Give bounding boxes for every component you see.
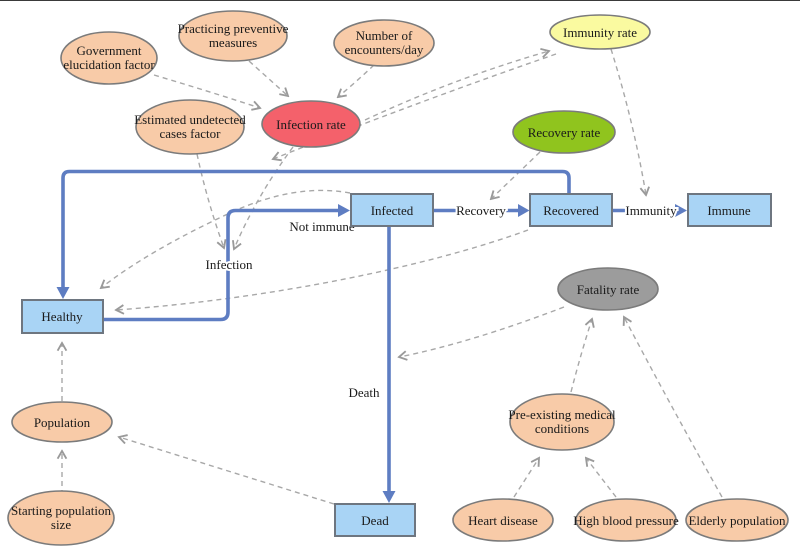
- flow-arrowhead: [338, 204, 350, 217]
- variable-label: Estimated undetected: [134, 112, 246, 127]
- variable-infection-rate[interactable]: Infection rate: [261, 100, 361, 148]
- flow-arrowhead: [56, 287, 70, 299]
- variable-label: Infection rate: [276, 117, 346, 132]
- variable-label: cases factor: [160, 126, 222, 141]
- link-government-to-infection-rate[interactable]: [153, 74, 260, 108]
- variable-elderly-population[interactable]: Elderly population: [685, 498, 789, 542]
- variable-government-elucidation-factor[interactable]: Government elucidation factor: [60, 31, 158, 85]
- variable-starting-population-size[interactable]: Starting population size: [7, 490, 115, 546]
- stock-immune[interactable]: Immune: [687, 193, 772, 227]
- variable-population[interactable]: Population: [11, 401, 113, 443]
- variable-label: elucidation factor: [63, 57, 155, 72]
- link-preexisting-to-fatality-rate[interactable]: [570, 319, 592, 393]
- variable-preexisting-medical-conditions[interactable]: Pre-existing medical conditions: [508, 393, 616, 451]
- flows-layer: [56, 169, 687, 503]
- stock-healthy[interactable]: Healthy: [21, 299, 104, 334]
- stock-label: Dead: [361, 513, 389, 528]
- stock-label: Healthy: [41, 309, 83, 324]
- variable-number-of-encounters[interactable]: Number of encounters/day: [333, 19, 435, 67]
- variable-label: Fatality rate: [577, 282, 640, 297]
- links-layer: [62, 48, 723, 505]
- stocks-layer: Healthy Infected Recovered Immune Dead: [21, 193, 772, 537]
- variable-label: High blood pressure: [573, 513, 679, 528]
- variable-label: encounters/day: [345, 42, 424, 57]
- flow-arrowhead: [518, 204, 530, 217]
- link-fatality-rate-to-death-flow[interactable]: [399, 306, 565, 357]
- stock-recovered[interactable]: Recovered: [529, 193, 613, 227]
- variable-label: Number of: [356, 28, 413, 43]
- flow-label-infection: Infection: [206, 257, 253, 272]
- variable-heart-disease[interactable]: Heart disease: [452, 498, 554, 542]
- flow-label-immunity: Immunity: [625, 203, 677, 218]
- link-infection-rate-to-immunity-rate[interactable]: [364, 51, 549, 121]
- stock-label: Recovered: [543, 203, 599, 218]
- variables-layer: Government elucidation factor Practicing…: [7, 10, 789, 546]
- variable-label: size: [51, 517, 71, 532]
- flow-label-recovery: Recovery: [456, 203, 506, 218]
- link-heart-to-preexisting[interactable]: [513, 458, 539, 498]
- variable-label: Recovery rate: [528, 125, 601, 140]
- stock-label: Infected: [371, 203, 414, 218]
- stock-infected[interactable]: Infected: [350, 193, 434, 227]
- link-infected-to-healthy[interactable]: [101, 189, 351, 288]
- flow-label-death: Death: [348, 385, 380, 400]
- link-immunity-rate-to-immunity-flow[interactable]: [610, 48, 646, 195]
- link-highbp-to-preexisting[interactable]: [586, 458, 617, 498]
- variable-label: Population: [34, 415, 91, 430]
- flow-arrowhead: [382, 491, 396, 503]
- flow-death[interactable]: [382, 226, 396, 503]
- variable-practicing-preventive-measures[interactable]: Practicing preventive measures: [178, 10, 289, 62]
- variable-label: Immunity rate: [563, 25, 637, 40]
- variable-estimated-undetected-cases-factor[interactable]: Estimated undetected cases factor: [134, 99, 246, 155]
- stock-label: Immune: [707, 203, 751, 218]
- link-encounters-to-infection-rate[interactable]: [338, 64, 375, 97]
- variable-label: Pre-existing medical: [508, 407, 616, 422]
- variable-label: conditions: [535, 421, 589, 436]
- variable-label: Starting population: [11, 503, 112, 518]
- flow-labels-layer: Not immune Infection Recovery Immunity D…: [204, 201, 680, 402]
- link-recovery-rate-to-recovery-flow[interactable]: [491, 151, 541, 199]
- flow-infection[interactable]: [103, 204, 350, 322]
- variable-immunity-rate[interactable]: Immunity rate: [549, 14, 651, 50]
- variable-label: Practicing preventive: [178, 21, 289, 36]
- variable-fatality-rate[interactable]: Fatality rate: [557, 267, 659, 311]
- flow-immunity[interactable]: [612, 204, 687, 217]
- link-infection-rate-to-infection-flow[interactable]: [234, 146, 294, 249]
- link-dead-to-population[interactable]: [119, 437, 335, 505]
- flow-label-not-immune: Not immune: [289, 219, 355, 234]
- variable-label: measures: [209, 35, 257, 50]
- link-recovered-to-healthy[interactable]: [116, 229, 529, 310]
- flow-recovery[interactable]: [433, 204, 530, 217]
- link-estimated-to-infection-flow[interactable]: [196, 153, 224, 248]
- variable-label: Heart disease: [468, 513, 538, 528]
- variable-label: Elderly population: [688, 513, 786, 528]
- variable-high-blood-pressure[interactable]: High blood pressure: [573, 498, 679, 542]
- variable-recovery-rate[interactable]: Recovery rate: [512, 110, 616, 154]
- link-elderly-to-fatality-rate[interactable]: [624, 317, 723, 498]
- variable-label: Government: [77, 43, 142, 58]
- flow-not-immune[interactable]: [56, 169, 571, 300]
- link-practicing-to-infection-rate[interactable]: [248, 60, 288, 96]
- stock-dead[interactable]: Dead: [334, 503, 416, 537]
- flow-arrowhead: [675, 204, 687, 217]
